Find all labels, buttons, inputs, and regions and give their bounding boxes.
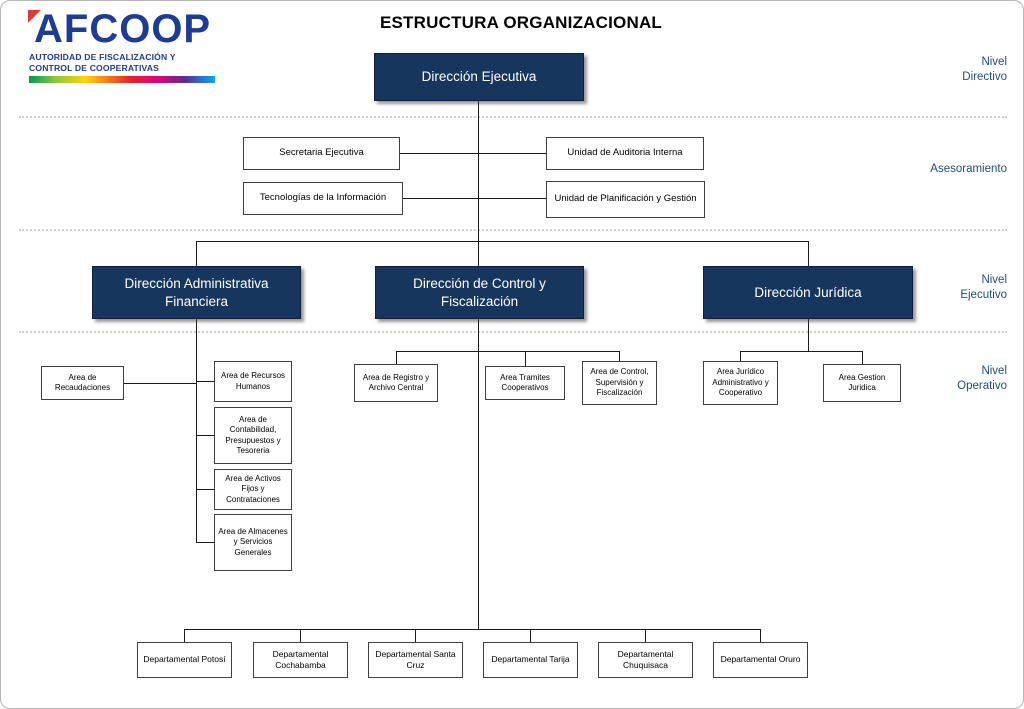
level-label-ejecutivo: Nivel Ejecutivo (960, 274, 1007, 301)
logo-subtitle-line1: AUTORIDAD DE FISCALIZACIÓN Y (29, 51, 176, 62)
level-label-asesoramiento: Asesoramiento (930, 163, 1007, 175)
node-departamental-santa-cruz: Departamental Santa Cruz (368, 642, 463, 678)
node-area-recursos-humanos: Area de Recursos Humanos (214, 361, 292, 402)
level-label-directivo: Nivel Directivo (962, 56, 1007, 83)
logo-red-triangle-icon (28, 10, 41, 23)
page-title: ESTRUCTURA ORGANIZACIONAL (379, 13, 663, 32)
connector-line (808, 319, 809, 351)
connector-line (196, 542, 214, 543)
connector-line (196, 241, 197, 266)
level-separator (19, 116, 1007, 118)
connector-line (184, 629, 185, 642)
node-unidad-planificacion-gestion: Unidad de Planificación y Gestión (546, 181, 705, 218)
connector-line (196, 319, 197, 543)
connector-line (415, 629, 416, 642)
node-area-contabilidad-presupuestos-tesoreria: Area de Contabilidad, Presupuestos y Tes… (214, 407, 292, 464)
connector-line (300, 629, 301, 642)
connector-line (619, 351, 620, 361)
node-secretaria-ejecutiva: Secretaria Ejecutiva (243, 137, 400, 170)
connector-line (196, 381, 214, 382)
node-departamental-potosi: Departamental Potosí (137, 642, 232, 678)
connector-line (196, 435, 214, 436)
node-departamental-chuquisaca: Departamental Chuquisaca (598, 642, 693, 678)
node-area-gestion-juridica: Area Gestion Juridica (823, 364, 901, 402)
level-label-operativo: Nivel Operativo (957, 365, 1007, 392)
connector-line (396, 351, 619, 352)
node-departamental-cochabamba: Departamental Cochabamba (253, 642, 348, 678)
node-area-juridico-administrativo-cooperativo: Area Jurídico Administrativo y Cooperati… (703, 361, 778, 405)
logo-rainbow-stripe (29, 76, 215, 84)
node-area-registro-archivo-central: Area de Registro y Archivo Central (354, 364, 438, 402)
connector-line (400, 153, 546, 154)
connector-line (530, 629, 531, 642)
node-direccion-juridica: Dirección Jurídica (703, 266, 913, 319)
connector-line (403, 198, 546, 199)
node-direccion-control-fiscalizacion: Dirección de Control y Fiscalización (375, 266, 584, 319)
connector-line (396, 351, 397, 364)
connector-line (808, 241, 809, 266)
connector-line (645, 629, 646, 642)
node-area-activos-fijos-contrataciones: Area de Activos Fijos y Contrataciones (214, 469, 292, 510)
node-direccion-ejecutiva: Dirección Ejecutiva (374, 53, 584, 101)
node-area-recaudaciones: Area de Recaudaciones (41, 366, 124, 400)
connector-line (862, 351, 863, 364)
node-departamental-oruro: Departamental Oruro (713, 642, 808, 678)
logo-subtitle: AUTORIDAD DE FISCALIZACIÓN Y CONTROL DE … (27, 52, 221, 74)
connector-line (184, 629, 761, 630)
connector-line (525, 351, 526, 366)
connector-line (478, 319, 479, 629)
level-separator (19, 229, 1007, 231)
node-area-almacenes-servicios-generales: Area de Almacenes y Servicios Generales (214, 514, 292, 571)
connector-line (740, 351, 741, 361)
connector-line (196, 489, 214, 490)
node-area-control-supervision-fiscalizacion: Area de Control, Supervisión y Fiscaliza… (582, 361, 657, 405)
level-separator (19, 331, 1007, 333)
node-departamental-tarija: Departamental Tarija (483, 642, 578, 678)
node-unidad-auditoria-interna: Unidad de Auditoria Interna (546, 137, 704, 170)
node-area-tramites-cooperativos: Area Tramites Cooperativos (485, 366, 565, 400)
connector-line (478, 241, 479, 266)
connector-line (478, 101, 479, 241)
logo-text: AFCOOP (34, 7, 212, 51)
connector-line (760, 629, 761, 642)
node-direccion-administrativa-financiera: Dirección Administrativa Financiera (92, 266, 301, 319)
connector-line (740, 351, 862, 352)
connector-line (124, 383, 196, 384)
connector-line (196, 241, 809, 242)
logo-subtitle-line2: CONTROL DE COOPERATIVAS (29, 62, 159, 73)
node-tecnologias-informacion: Tecnologías de la Información (243, 182, 403, 215)
afcoop-logo: AFCOOP AUTORIDAD DE FISCALIZACIÓN Y CONT… (27, 7, 221, 84)
